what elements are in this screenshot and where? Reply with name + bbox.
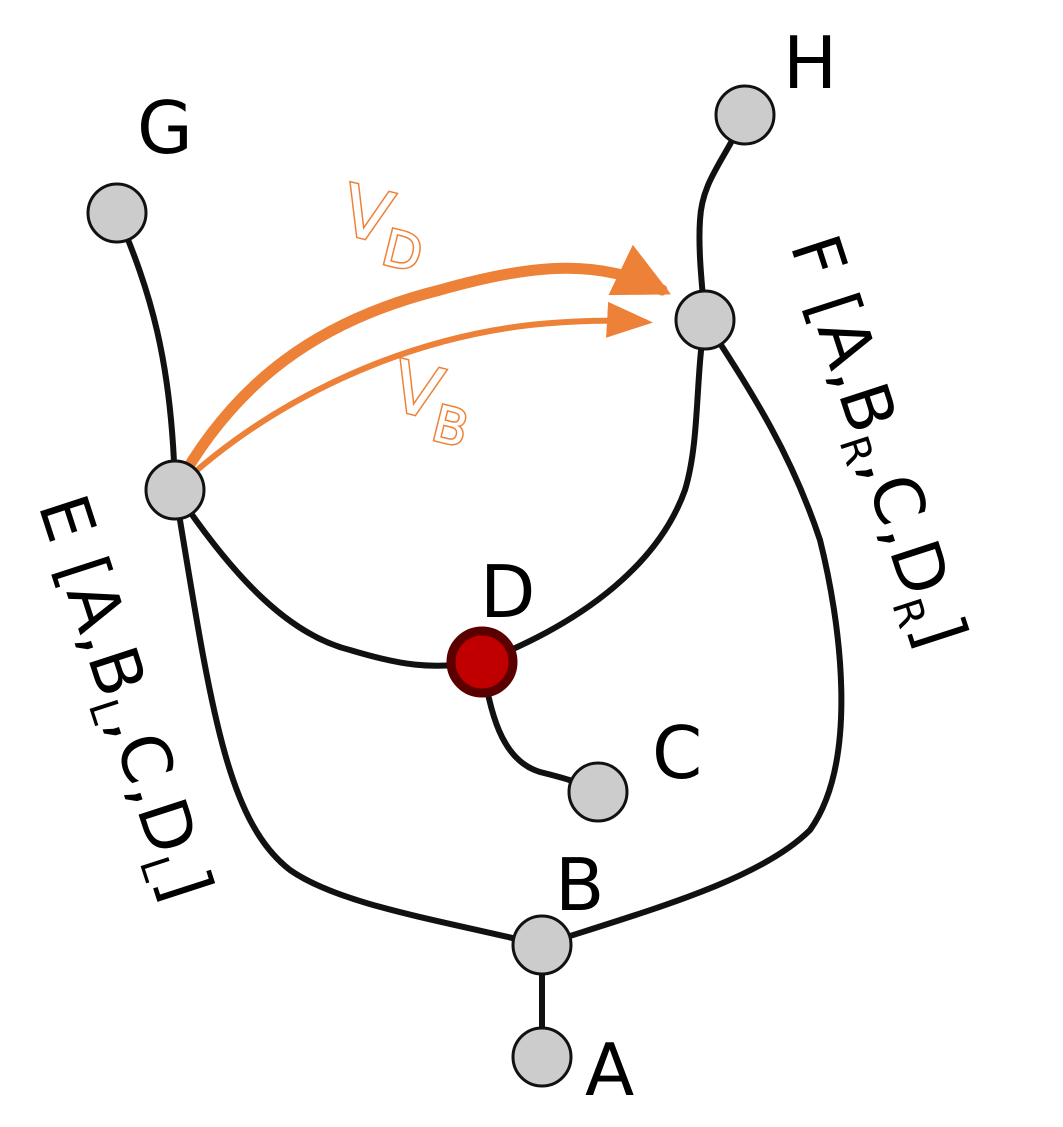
arrow-vb [172, 301, 653, 493]
node-c [567, 761, 629, 823]
label-h: H [783, 21, 837, 105]
label-f: F [A,BR,C,DR] [767, 226, 981, 659]
label-e: E [A,BL,C,DL] [15, 486, 227, 912]
node-e [144, 459, 206, 521]
edge-e-d [172, 487, 485, 669]
label-a: A [585, 1028, 634, 1112]
node-g [86, 182, 148, 244]
edge-h-f [696, 112, 748, 323]
node-d [446, 626, 518, 698]
edge-d-f [479, 317, 708, 665]
label-g: G [137, 86, 193, 170]
edge-b-f [539, 317, 845, 948]
node-b [511, 914, 573, 976]
node-h [714, 84, 776, 146]
label-vd: VD [330, 169, 437, 284]
node-a [511, 1026, 573, 1088]
edge-b-e [172, 487, 545, 948]
edge-g-e [114, 210, 178, 493]
node-f [674, 289, 736, 351]
label-b: B [555, 843, 604, 927]
label-d: D [480, 550, 535, 634]
label-c: C [652, 711, 702, 795]
arrow-vd [169, 244, 672, 496]
label-vb: VB [380, 345, 483, 459]
